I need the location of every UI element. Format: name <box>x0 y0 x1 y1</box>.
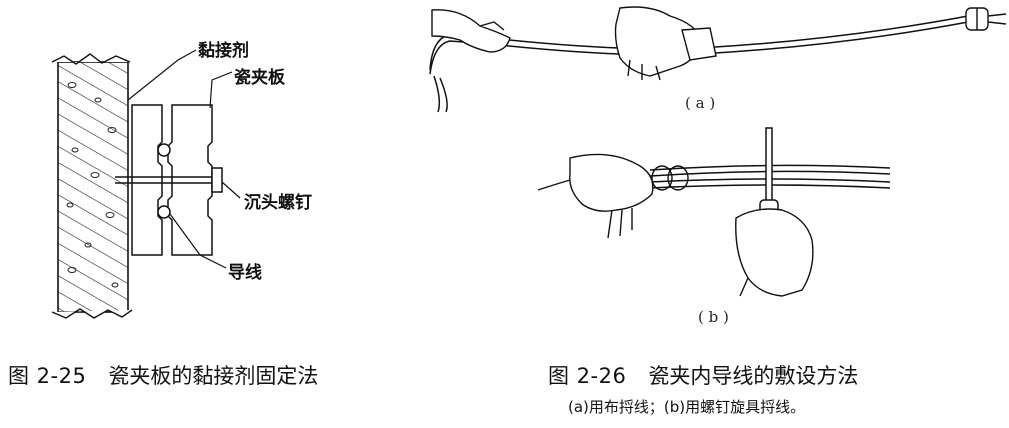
label-wire: 导线 <box>228 263 262 283</box>
label-porcelain-clamp: 瓷夹板 <box>234 68 285 88</box>
left-hand-a <box>431 9 511 53</box>
right-hand-b <box>735 208 814 297</box>
wall-section <box>51 53 133 319</box>
subcaption-fig-2-26: (a)用布捋线；(b)用螺钉旋具捋线。 <box>568 398 806 416</box>
figure-2-25-drawing <box>51 49 241 319</box>
leader-lines <box>127 49 241 269</box>
wire-cross-section <box>157 143 171 219</box>
caption-fig-2-26-number: 图 2-26 <box>548 364 627 388</box>
caption-fig-2-25: 图 2-25 瓷夹板的黏接剂固定法 <box>8 360 318 390</box>
left-hand-b <box>537 153 654 239</box>
porcelain-clamp <box>131 104 213 256</box>
label-adhesive: 黏接剂 <box>198 41 249 61</box>
caption-fig-2-25-title: 瓷夹板的黏接剂固定法 <box>108 364 319 388</box>
figure-2-26b-drawing <box>537 127 891 297</box>
caption-fig-2-26-title: 瓷夹内导线的敷设方法 <box>648 364 859 388</box>
panel-b-tag: ( b ) <box>698 308 729 326</box>
caption-fig-2-26: 图 2-26 瓷夹内导线的敷设方法 <box>548 360 858 390</box>
panel-a-tag: ( a ) <box>685 94 716 112</box>
clamp-b <box>651 165 689 191</box>
countersunk-screw <box>115 167 223 193</box>
figure-2-26a-drawing <box>429 6 1007 113</box>
right-hand-a <box>614 6 717 81</box>
caption-fig-2-25-number: 图 2-25 <box>8 364 87 388</box>
clamp-a <box>965 7 1007 31</box>
label-countersunk-screw: 沉头螺钉 <box>244 193 312 213</box>
